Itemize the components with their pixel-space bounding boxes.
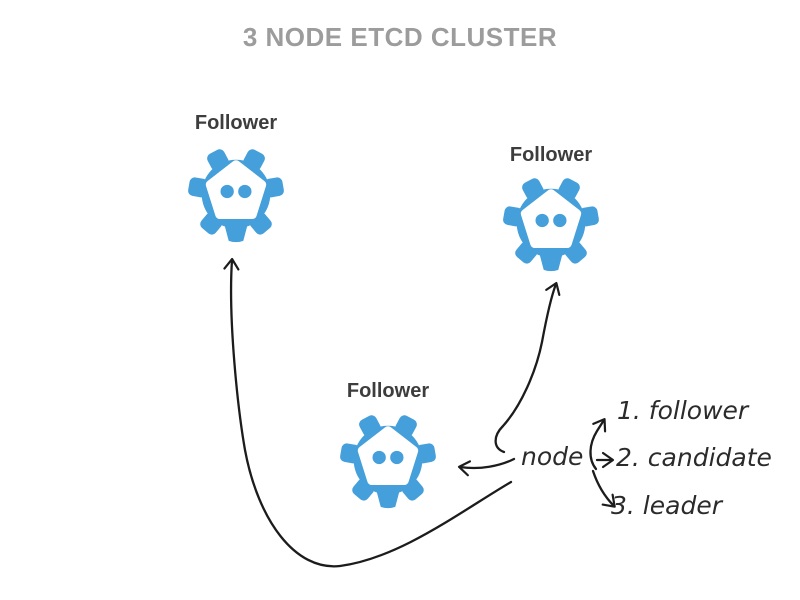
node-label: Follower [346, 380, 430, 402]
arrow-node-to-left-follower [223, 257, 513, 568]
annotation-state-follower: 1. follower [617, 396, 749, 425]
annotation-node-word: node [521, 442, 584, 471]
diagram-title: 3 NODE ETCD CLUSTER [242, 22, 558, 52]
node-follower-bottom-middle: Follower [318, 380, 458, 510]
etcd-gear-icon [336, 406, 440, 510]
node-label: Follower [194, 112, 278, 134]
node-follower-top-right: Follower [481, 144, 621, 273]
node-label: Follower [509, 144, 593, 166]
node-follower-top-left: Follower [166, 112, 306, 244]
arrow-node-to-state-leader [591, 469, 616, 508]
etcd-gear-icon [184, 140, 288, 244]
annotation-state-leader: 3. leader [611, 491, 722, 520]
arrow-node-to-state-follower [589, 418, 607, 471]
arrow-node-to-middle-follower [457, 457, 516, 477]
arrow-node-to-right-follower [494, 281, 561, 454]
annotation-state-candidate: 2. candidate [616, 443, 772, 472]
etcd-gear-icon [499, 169, 603, 273]
